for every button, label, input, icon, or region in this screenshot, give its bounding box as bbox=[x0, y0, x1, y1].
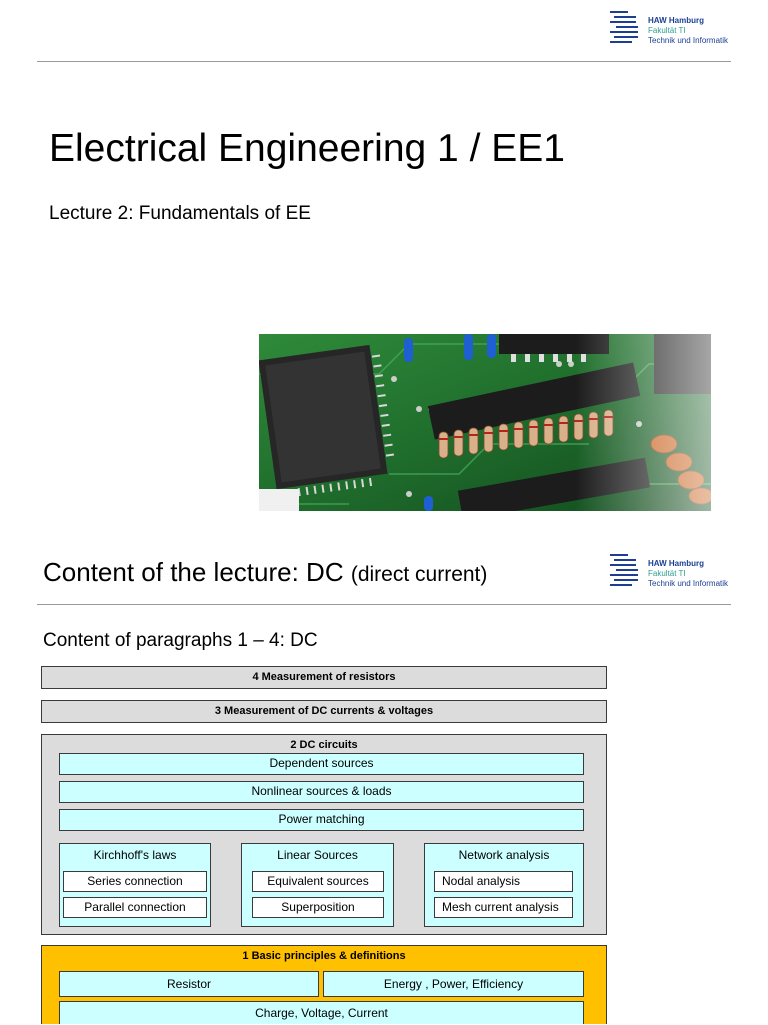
nonlinear-sources-box: Nonlinear sources & loads bbox=[59, 781, 584, 803]
series-connection-box: Series connection bbox=[63, 871, 207, 892]
header-divider bbox=[37, 61, 731, 62]
parallel-connection-box: Parallel connection bbox=[63, 897, 207, 918]
charge-voltage-current-box: Charge, Voltage, Current bbox=[59, 1001, 584, 1024]
logo-line-2: Fakultät TI bbox=[648, 26, 686, 35]
slide-title: Electrical Engineering 1 / EE1 bbox=[49, 127, 565, 170]
haw-logo-mark-icon bbox=[608, 9, 640, 49]
dependent-sources-box: Dependent sources bbox=[59, 753, 584, 775]
logo-line-3: Technik und Informatik bbox=[648, 579, 729, 588]
chapter-4-label: 4 Measurement of resistors bbox=[252, 671, 396, 683]
haw-hamburg-logo-2: HAW Hamburg Fakultät TI Technik und Info… bbox=[608, 552, 736, 592]
network-analysis-title: Network analysis bbox=[458, 848, 550, 862]
chapter-4-box: 4 Measurement of resistors bbox=[41, 666, 607, 689]
resistor-box: Resistor bbox=[59, 971, 319, 997]
kirchhoff-title: Kirchhoff's laws bbox=[93, 848, 177, 862]
chapter-3-label: 3 Measurement of DC currents & voltages bbox=[214, 705, 434, 717]
circuit-board-photo bbox=[259, 334, 711, 511]
haw-logo-mark-icon bbox=[608, 552, 640, 592]
linear-sources-title: Linear Sources bbox=[277, 848, 358, 862]
chapter-1-label: 1 Basic principles & definitions bbox=[242, 950, 406, 962]
content-divider bbox=[37, 604, 731, 605]
logo-line-1: HAW Hamburg bbox=[648, 559, 704, 568]
slide-subtitle: Lecture 2: Fundamentals of EE bbox=[49, 203, 311, 224]
chapter-3-box: 3 Measurement of DC currents & voltages bbox=[41, 700, 607, 723]
haw-hamburg-logo: HAW Hamburg Fakultät TI Technik und Info… bbox=[608, 9, 736, 49]
content-title-suffix: (direct current) bbox=[350, 563, 488, 586]
equivalent-sources-box: Equivalent sources bbox=[252, 871, 384, 892]
power-matching-box: Power matching bbox=[59, 809, 584, 831]
energy-power-efficiency-box: Energy , Power, Efficiency bbox=[323, 971, 584, 997]
superposition-box: Superposition bbox=[252, 897, 384, 918]
nodal-analysis-box: Nodal analysis bbox=[434, 871, 573, 892]
logo-line-2: Fakultät TI bbox=[648, 569, 686, 578]
chapter-2-label: 2 DC circuits bbox=[290, 739, 358, 751]
content-title-main: Content of the lecture: DC bbox=[43, 557, 344, 587]
mesh-current-analysis-box: Mesh current analysis bbox=[434, 897, 573, 918]
logo-line-3: Technik und Informatik bbox=[648, 36, 729, 45]
content-title: Content of the lecture: DC (direct curre… bbox=[43, 557, 487, 588]
logo-line-1: HAW Hamburg bbox=[648, 16, 704, 25]
section-heading: Content of paragraphs 1 – 4: DC bbox=[43, 630, 318, 651]
